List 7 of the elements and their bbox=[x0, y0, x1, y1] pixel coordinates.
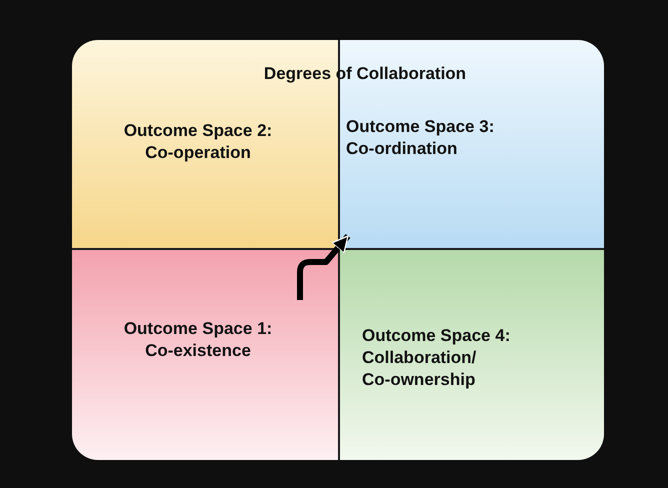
quadrant-panel bbox=[340, 250, 604, 460]
quadrant-panel bbox=[72, 40, 338, 248]
quadrant-label: Outcome Space 2: Co-operation bbox=[122, 120, 274, 164]
quadrant-panel bbox=[72, 250, 338, 460]
quadrant-label: Outcome Space 3: Co-ordination bbox=[346, 116, 496, 160]
quadrant-label: Outcome Space 1: Co-existence bbox=[122, 318, 274, 362]
quadrant-label: Outcome Space 4: Collaboration/ Co-ownership bbox=[362, 325, 512, 391]
